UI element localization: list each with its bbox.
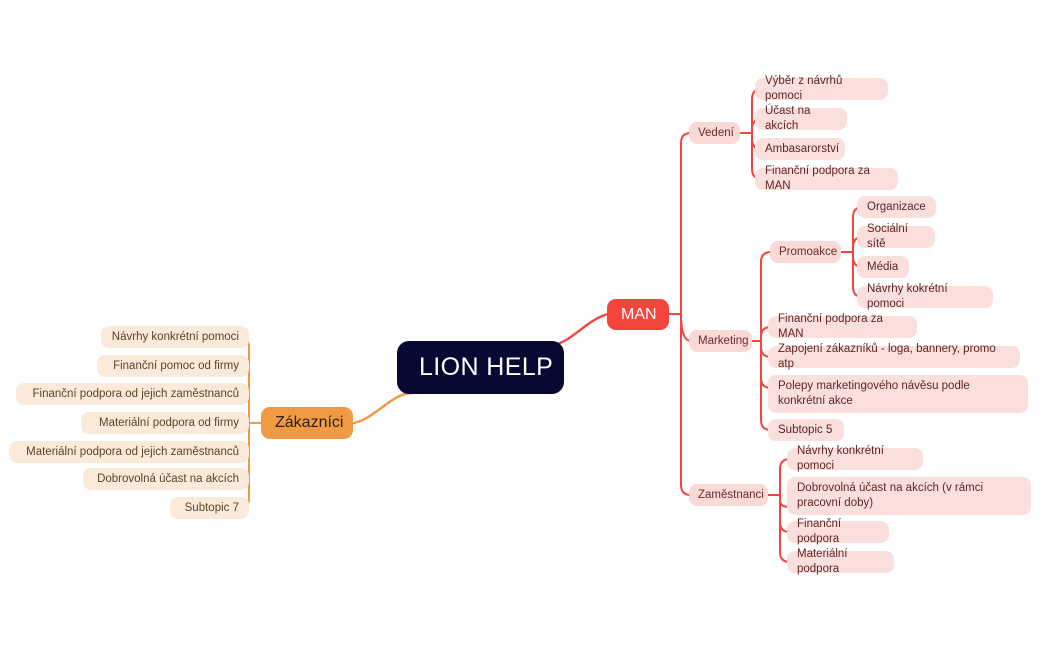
leaf-node-dobrovolna-ucast-na-akcich-zak[interactable]: Dobrovolná účast na akcích — [83, 468, 249, 490]
leaf-node-materialni-podpora-od-firmy[interactable]: Materiální podpora od firmy — [81, 412, 249, 434]
leaf-label: Finanční podpora za MAN — [778, 313, 883, 340]
leaf-label: Sociální sítě — [867, 223, 908, 250]
branch-node-man[interactable]: MAN — [607, 299, 669, 330]
leaf-node-subtopic-7[interactable]: Subtopic 7 — [170, 497, 249, 519]
leaf-node-materialni-podpora-zam[interactable]: Materiální podpora — [787, 548, 894, 575]
leaf-node-ucast-na-akcich[interactable]: Účast na akcích — [755, 105, 847, 132]
leaf-label: Materiální podpora — [797, 548, 848, 575]
branch-node-zakaznici[interactable]: Zákazníci — [261, 407, 353, 439]
leaf-label: Polepy marketingového návěsu podle konkr… — [778, 380, 970, 407]
leaf-node-media[interactable]: Média — [857, 256, 909, 278]
sub-node-zamestnanci[interactable]: Zaměstnanci — [689, 484, 768, 506]
leaf-node-financni-podpora-za-man-vedeni[interactable]: Finanční podpora za MAN — [755, 165, 898, 192]
leaf-node-socialni-site[interactable]: Sociální sítě — [857, 223, 935, 250]
leaf-node-navrhy-konkretni-pomoci-zak[interactable]: Návrhy konkrétní pomoci — [101, 326, 249, 348]
leaf-label: Subtopic 5 — [778, 423, 833, 436]
leaf-node-financni-podpora-od-zamestnancu[interactable]: Finanční podpora od jejich zaměstnanců — [16, 383, 249, 405]
leaf-label: Dobrovolná účast na akcích — [97, 473, 239, 485]
leaf-node-ambasarorstvi[interactable]: Ambasarorství — [755, 138, 845, 160]
root-node-label: LION HELP — [419, 353, 554, 381]
leaf-label: Média — [867, 260, 899, 273]
leaf-node-subtopic-5[interactable]: Subtopic 5 — [768, 419, 844, 441]
leaf-node-organizace[interactable]: Organizace — [857, 196, 936, 218]
leaf-label: Organizace — [867, 200, 926, 213]
sub-node-promoakce-label: Promoakce — [779, 246, 838, 258]
leaf-label: Výběr z návrhů pomoci — [765, 75, 843, 102]
link-zakaznici-c7 — [232, 422, 250, 509]
leaf-label: Návrhy konkrétní pomoci — [797, 445, 884, 472]
leaf-node-materialni-podpora-od-zamestnancu[interactable]: Materiální podpora od jejich zaměstnanců — [9, 441, 249, 463]
leaf-label: Účast na akcích — [765, 105, 811, 132]
leaf-label: Subtopic 7 — [184, 502, 239, 514]
link-zakaznici-c1 — [232, 336, 250, 424]
branch-node-man-label: MAN — [621, 305, 657, 323]
leaf-node-financni-pomoc-od-firmy[interactable]: Finanční pomoc od firmy — [97, 355, 249, 377]
link-root-zakaznici — [352, 391, 414, 425]
branch-node-zakaznici-label: Zákazníci — [275, 414, 344, 431]
sub-node-promoakce[interactable]: Promoakce — [770, 241, 841, 263]
leaf-label: Dobrovolná účast na akcích (v rámci prac… — [797, 482, 983, 509]
leaf-node-financni-podpora-zam[interactable]: Finanční podpora — [787, 518, 889, 545]
leaf-node-dobrovolna-ucast-na-akcich-zam[interactable]: Dobrovolná účast na akcích (v rámci prac… — [787, 477, 1031, 515]
leaf-label: Finanční pomoc od firmy — [113, 360, 239, 372]
leaf-node-polepy-marketingoveho-navesu[interactable]: Polepy marketingového návěsu podle konkr… — [768, 375, 1028, 413]
leaf-label: Finanční podpora od jejich zaměstnanců — [32, 388, 240, 400]
leaf-node-zapojeni-zakazniku[interactable]: Zapojení zákazníků - loga, bannery, prom… — [768, 343, 1020, 370]
link-trunk-vedeni — [680, 132, 698, 315]
leaf-label: Návrhy konkrétní pomoci — [111, 331, 239, 343]
leaf-label: Ambasarorství — [765, 142, 840, 155]
leaf-label: Materiální podpora od jejich zaměstnanců — [26, 446, 239, 458]
leaf-label: Finanční podpora — [797, 518, 842, 545]
leaf-label: Finanční podpora za MAN — [765, 165, 870, 192]
leaf-label: Zapojení zákazníků - loga, bannery, prom… — [778, 343, 996, 370]
leaf-label: Materiální podpora od firmy — [99, 417, 239, 429]
leaf-node-navrhy-konkretni-pomoci-zam[interactable]: Návrhy konkrétní pomoci — [787, 445, 923, 472]
sub-node-marketing[interactable]: Marketing — [689, 330, 752, 352]
sub-node-vedeni[interactable]: Vedení — [689, 122, 740, 144]
leaf-node-financni-podpora-za-man-marketing[interactable]: Finanční podpora za MAN — [768, 313, 917, 340]
sub-node-zamestnanci-label: Zaměstnanci — [698, 489, 764, 501]
leaf-node-vyber-z-navrhu-pomoci[interactable]: Výběr z návrhů pomoci — [755, 75, 888, 102]
sub-node-marketing-label: Marketing — [698, 335, 749, 347]
link-root-man — [548, 312, 610, 347]
root-node-lion-help[interactable]: LION HELP — [397, 341, 564, 394]
leaf-node-navrhy-kokretni-pomoci[interactable]: Návrhy kokrétní pomoci — [857, 283, 993, 310]
sub-node-vedeni-label: Vedení — [698, 127, 734, 139]
leaf-label: Návrhy kokrétní pomoci — [867, 283, 948, 310]
